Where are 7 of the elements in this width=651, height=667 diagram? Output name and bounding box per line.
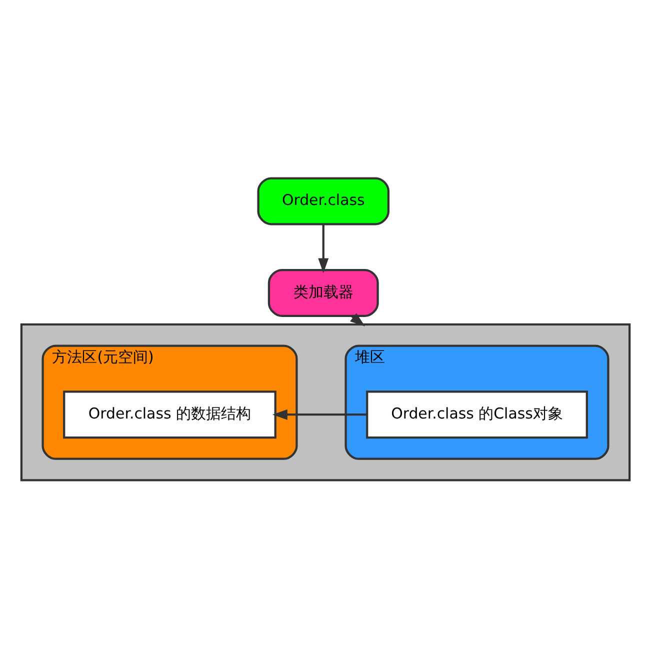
node-box: 类加载器 xyxy=(268,268,379,317)
arrow xyxy=(318,224,329,274)
arrow xyxy=(272,409,367,420)
node-box: Order.class xyxy=(257,177,390,226)
node-box: Order.class 的Class对象 xyxy=(366,390,588,439)
cluster xyxy=(20,323,631,482)
node-box: Order.class 的数据结构 xyxy=(63,390,276,439)
